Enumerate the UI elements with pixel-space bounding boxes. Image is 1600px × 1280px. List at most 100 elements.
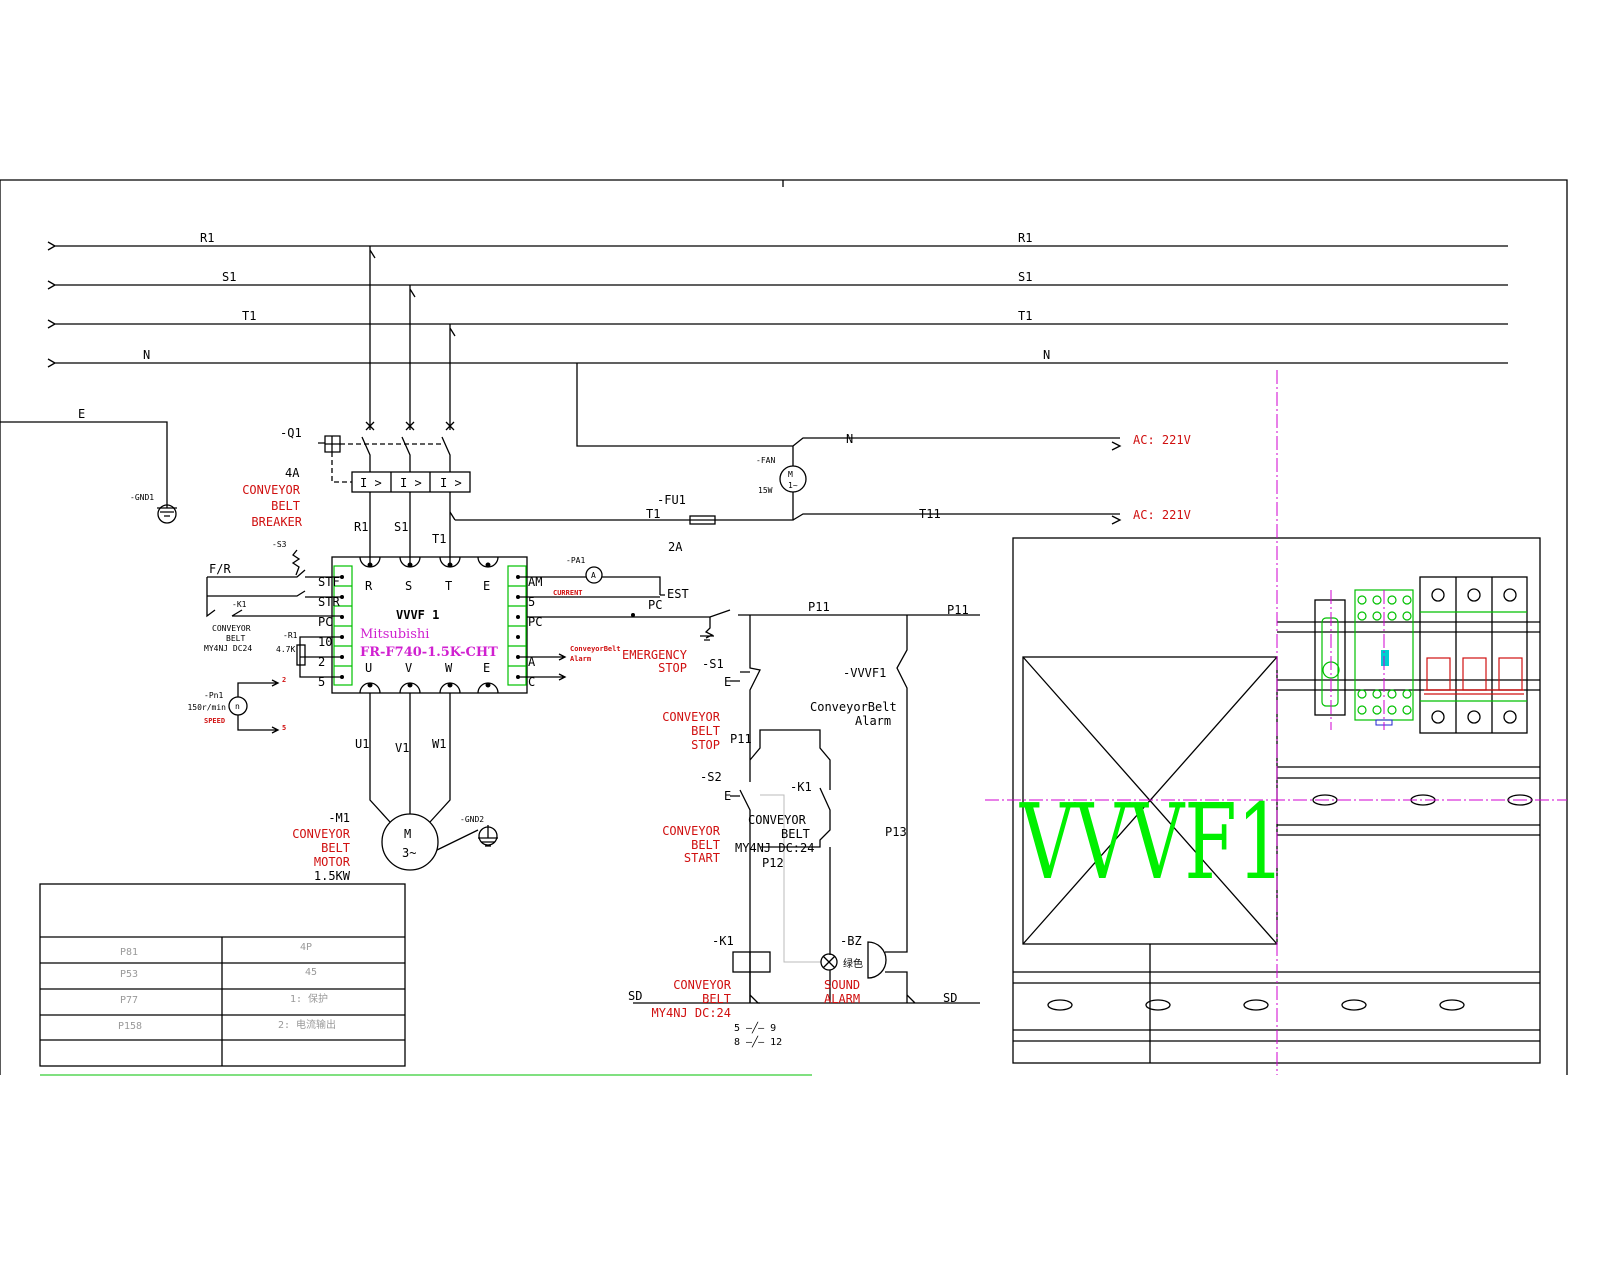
motor-symbol: M [404,827,411,841]
term-w: W [445,661,453,675]
sound-label-1: SOUND [824,978,860,992]
vvvf1-contact-tag: -VVVF1 [843,666,886,680]
fan-phase: 1~ [788,481,798,490]
buzzer-icon [867,941,887,979]
coil-label-3: MY4NJ DC:24 [652,1006,731,1020]
ground-icon [478,826,498,846]
motor-name-2: BELT [321,841,350,855]
pc-label: PC [648,598,662,612]
speed-out-5: 5 [282,724,286,732]
stop-label-3: STOP [691,738,720,752]
k1-contact-note-3: MY4NJ DC:24 [735,841,814,855]
breaker-q1: I > I > I > -Q1 4A CONVEYOR BELT BREAKER… [242,246,471,565]
vfd-tag: VVVF 1 [396,608,439,622]
wire-s1: S1 [394,520,408,534]
s3-tag: -S3 [272,540,287,549]
term-stf: STF [318,575,340,589]
motor-name-3: MOTOR [314,855,351,869]
term-am: AM [528,575,542,589]
speed-label: SPEED [204,717,225,725]
bus-t-label-right: T1 [1018,309,1032,323]
breaker-rating: 4A [285,466,300,480]
fan-motor-icon [779,465,807,493]
table-cell: 2: 电流输出 [278,1018,336,1031]
motor-m1: M 3~ U1 V1 W1 -M1 CONVEYOR BELT MOTOR 1.… [292,693,498,883]
term-t: T [445,579,452,593]
alarm-contact-2: Alarm [855,714,891,728]
pn1-symbol: n [235,702,240,711]
start-label-2: BELT [691,838,720,852]
k1-contact-note-1: CONVEYOR [748,813,807,827]
current-label: CURRENT [553,589,583,597]
coil-label-2: BELT [702,992,731,1006]
trip-cell-1: I > [360,476,382,490]
drawing-frame [0,179,1568,1076]
wire-r1: R1 [354,520,368,534]
sd-label: SD [628,989,642,1003]
term-2: 2 [318,655,325,669]
k1-input-tag: -K1 [232,600,247,609]
motor-icon [381,813,439,871]
p12-label: P12 [762,856,784,870]
ammeter-symbol: A [591,571,596,580]
power-buses: R1 R1 S1 S1 T1 T1 N N E -GND1 [0,231,1508,524]
panel-layout: VVVF1 [985,370,1567,1075]
k1-contact-tag: -K1 [790,780,812,794]
k1-coil-tag: -K1 [712,934,734,948]
breaker-handle-icon [318,435,341,453]
k1-note-3: MY4NJ DC24 [204,644,252,653]
start-label-1: CONVEYOR [662,824,721,838]
motor-phase: 3~ [402,846,416,860]
p11-label-right: P11 [947,603,969,617]
pn1-tag: -Pn1 [204,691,223,700]
vfd-inputs: F/R -S3 -K1 CONVEYOR BELT MY4NJ DC24 -R1… [187,540,342,734]
potentiometer-icon [296,644,306,666]
k1-note-1: CONVEYOR [212,624,251,633]
lamp-icon [820,953,838,971]
breaker-footprint [1419,576,1528,734]
bus-n-label-right: N [1043,348,1050,362]
vfd-inverter: R S T E U V W E STF STR PC 10 2 5 AM 5 P… [318,556,542,694]
breaker-name-2: BELT [271,499,300,513]
alarm-out-2: Alarm [570,655,591,663]
fuse-icon [689,515,716,525]
trip-cell-3: I > [440,476,462,490]
term-e-top: E [483,579,490,593]
fan-circuit: M 1~ -FAN 15W N T11 AC: 221V AC: 221V -F… [449,363,1191,554]
relay-icon [1314,599,1346,716]
vfd-brand: Mitsubishi [360,627,429,642]
contact-map-2: 8 —╱— 12 [734,1035,782,1048]
buzzer-tag: -BZ [840,934,862,948]
k1-contact-note-2: BELT [781,827,810,841]
ground-icon [157,504,177,524]
ammeter-tag: -PA1 [566,556,585,565]
wire-v1: V1 [395,741,409,755]
bus-s-label-right: S1 [1018,270,1032,284]
bus-r-label-right: R1 [1018,231,1032,245]
bus-e-label: E [78,407,85,421]
term-str: STR [318,595,340,609]
table-cell: 4P [300,942,312,953]
alarm-contact-1: ConveyorBelt [810,700,897,714]
term-v: V [405,661,412,675]
ac-out-2: AC: 221V [1133,508,1191,522]
fan-t11-label: T11 [919,507,941,521]
panel-label: VVVF1 [1019,781,1285,903]
fr-label: F/R [209,562,231,576]
ground2-label: -GND2 [460,815,484,824]
table-cell: 1: 保护 [290,992,328,1005]
fan-power: 15W [758,486,773,495]
term-5-right: 5 [528,595,535,609]
table-cell: 45 [305,967,317,978]
bus-r-label: R1 [200,231,214,245]
motor-name-1: CONVEYOR [292,827,351,841]
term-r: R [365,579,373,593]
fuse-rating: 2A [668,540,683,554]
bus-s-label: S1 [222,270,236,284]
term-e-bottom: E [483,661,490,675]
vfd-outputs: A -PA1 CURRENT ConveyorBelt Alarm [518,556,661,681]
s1-tag: -S1 [702,657,724,671]
pn1-value: 150r/min [187,703,226,712]
stop-label-2: BELT [691,724,720,738]
